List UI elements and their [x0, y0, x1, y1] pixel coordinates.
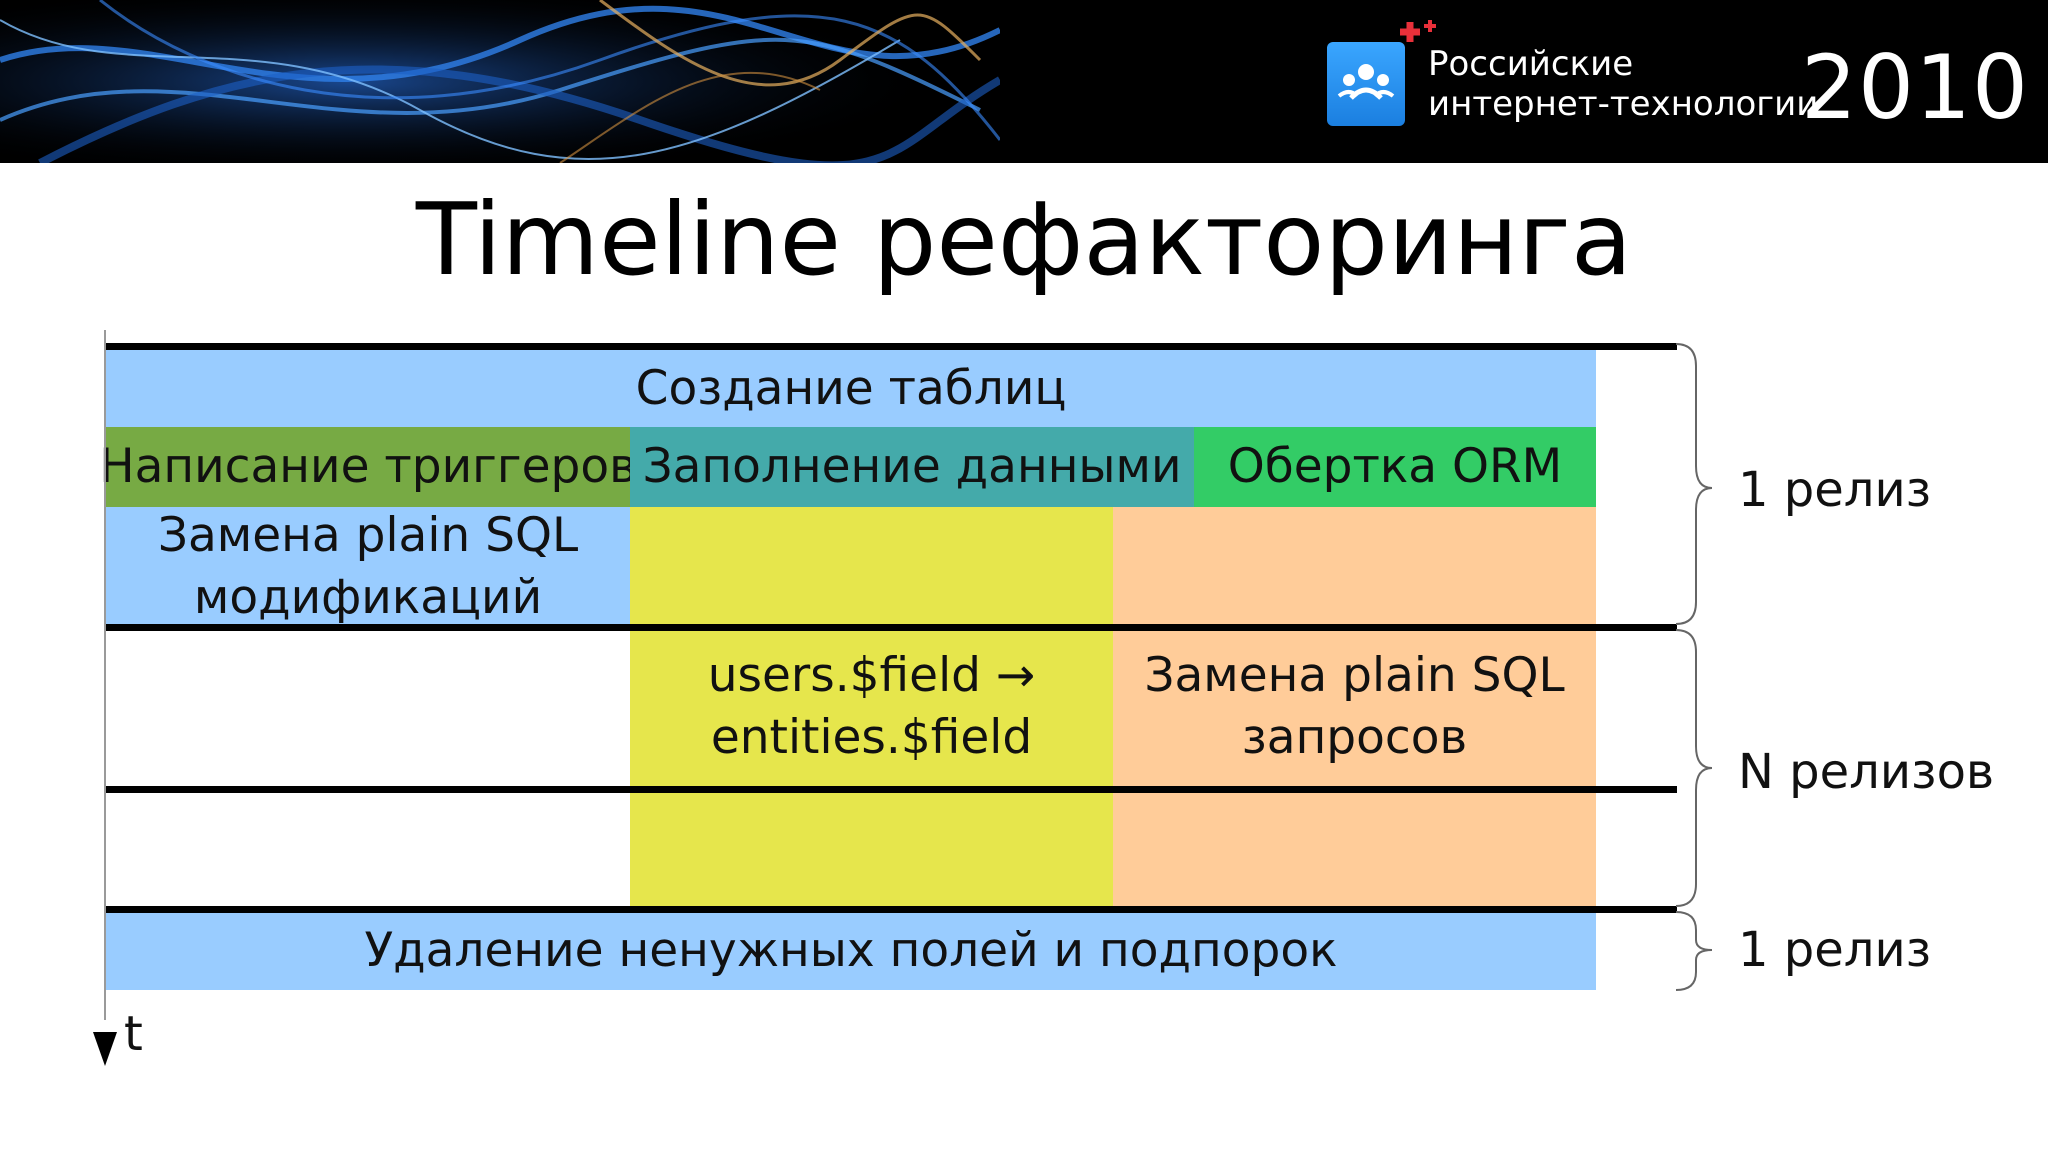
header-banner: Российские интернет-технологии 2010: [0, 0, 2048, 163]
brace-n-releases: [1675, 629, 1713, 907]
label-n-releases: N релизов: [1738, 744, 1995, 800]
block-replace-queries: Замена plain SQL запросов: [1113, 627, 1596, 787]
header-light-art: [0, 0, 1000, 163]
release-divider-3: [104, 906, 1677, 913]
block-replace-modifications: Замена plain SQL модификаций: [106, 507, 630, 627]
people-icon: [1337, 64, 1395, 100]
conference-logo: [1327, 42, 1405, 126]
plus-plus-icon: [1400, 20, 1436, 42]
block-yellow-release1: [630, 507, 1113, 627]
release-divider-top: [104, 343, 1677, 350]
time-axis-line: [104, 330, 106, 1020]
slide-title: Timeline рефакторинга: [415, 181, 1633, 298]
block-write-triggers: Написание триггеров: [99, 427, 637, 507]
time-axis-label: t: [124, 1006, 143, 1062]
block-field-rename: users.$field → entities.$field: [630, 627, 1113, 787]
label-first-release: 1 релиз: [1738, 462, 1932, 518]
brace-first-release: [1675, 343, 1713, 625]
block-orm-wrapper: Обертка ORM: [1194, 427, 1596, 507]
brand-line-1: Российские: [1428, 44, 1634, 84]
block-create-tables: Создание таблиц: [106, 350, 1596, 427]
block-peach-release1: [1113, 507, 1596, 627]
block-remove-fields: Удаление ненужных полей и подпорок: [106, 912, 1596, 990]
release-divider-1: [104, 624, 1677, 631]
brand-year: 2010: [1801, 36, 2029, 139]
block-peach-release2: [1113, 787, 1596, 907]
label-last-release: 1 релиз: [1738, 922, 1932, 978]
brand-line-2: интернет-технологии: [1428, 84, 1819, 124]
block-fill-data: Заполнение данными: [630, 427, 1194, 507]
block-yellow-release2: [630, 787, 1113, 907]
brand-name: Российские интернет-технологии: [1428, 44, 1818, 124]
time-axis-arrow-icon: [93, 1032, 117, 1066]
brace-last-release: [1675, 911, 1713, 991]
release-divider-2: [104, 786, 1677, 793]
